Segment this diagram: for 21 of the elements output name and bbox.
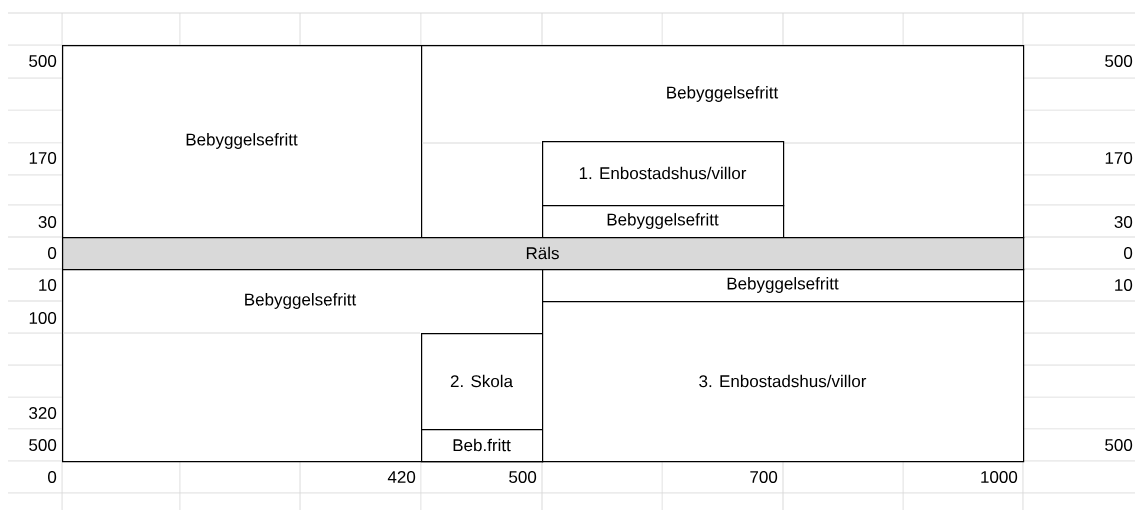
axis-value: 500 (1105, 438, 1133, 451)
axis-value: 30 (1114, 215, 1133, 228)
axis-value: 500 (29, 438, 57, 451)
zone-box: Bebyggelsefritt (62, 45, 423, 239)
axis-value: 0 (48, 246, 57, 259)
zone-box: 1. Enbostadshus/villor (542, 141, 785, 207)
axis-value: 30 (38, 215, 57, 228)
zone-box: Bebyggelsefritt (542, 269, 1025, 303)
zone-box: Beb.fritt (421, 429, 544, 463)
axis-value: 0 (48, 470, 57, 483)
axis-value: 100 (29, 311, 57, 324)
zone-box: Bebyggelsefritt (542, 205, 785, 239)
axis-value: 500 (1105, 54, 1133, 67)
axis-value: 420 (387, 470, 416, 483)
axis-value: 500 (509, 470, 537, 483)
axis-value: 10 (1115, 278, 1133, 291)
axis-value: 0 (1124, 246, 1133, 259)
rail-band: Räls (62, 237, 1025, 271)
axis-value: 10 (39, 278, 57, 291)
axis-value: 320 (29, 406, 57, 419)
axis-value: 170 (1105, 151, 1133, 164)
